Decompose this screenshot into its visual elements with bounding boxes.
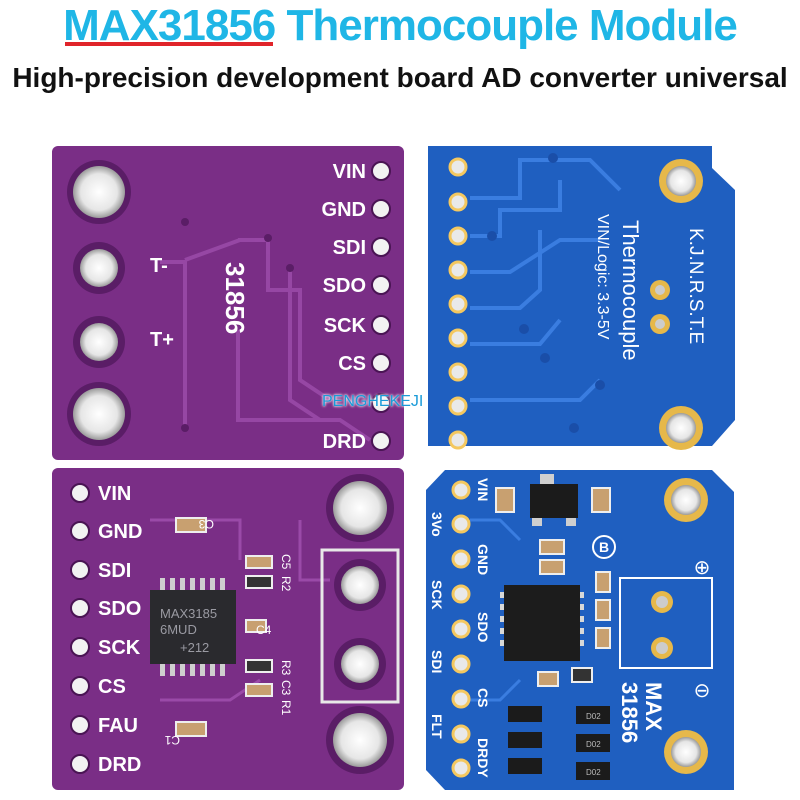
pin-label: CS [338,353,366,375]
pin-label: 3Vo [429,512,445,537]
pin-label: VIN [333,161,366,183]
pin-label: FLT [429,714,445,739]
page-subtitle: High-precision development board AD conv… [12,62,788,93]
blue-board-top: Thermocouple VIN/Logic: 3.3-5V K.J.N.R.S… [428,146,735,450]
blue-max-label: MAX [641,682,666,731]
pin-label: SCK [429,580,445,610]
b-marker: B [599,539,609,555]
pin-label: SDI [333,237,366,259]
pin-label: GND [475,544,491,575]
purple-board-bottom: VIN GND SDI SDO SCK CS FAU DRD MAX3185 [52,468,404,790]
pin-label: SDO [323,275,366,297]
pin-label: DRD [98,754,141,776]
pin-label: SDI [429,650,445,673]
pin-label: DRDY [475,738,491,778]
purple-board-top: T- T+ 31856 VIN GND SDI SDO SCK CS DRD [52,146,404,460]
title-rest: Thermocouple Module [275,1,738,50]
watermark: PENGHEKEJI [322,393,424,410]
purple-top-pins: VIN GND SDI SDO SCK CS DRD [322,161,391,453]
pin-label: SDO [475,612,491,642]
chip-text-1: MAX3185 [160,606,217,621]
silk-31856: 31856 [220,262,250,334]
pin-label: VIN [475,478,491,501]
ref-designator: C3 [279,680,293,696]
purple-passives [175,517,273,737]
max31856-chip: MAX3185 6MUD +212 [150,578,236,676]
t-minus-label: T- [150,255,168,277]
model-name: MAX31856 [63,1,276,50]
ref-designator: R2 [279,576,293,592]
minus-symbol: ⊖ [694,680,711,702]
blue-board-bottom: VIN 3Vo GND SCK SDO SDI CS FLT DRDY B [426,470,734,790]
pin-label: SCK [98,637,141,659]
sot-marking: D02 [586,768,601,777]
sot-diodes: D02 D02 D02 [508,706,610,780]
blue-main-chip [500,585,584,661]
thermocouple-types: K.J.N.R.S.T.E [685,228,706,344]
product-photo: T- T+ 31856 VIN GND SDI SDO SCK CS DRD [52,146,735,790]
pin-label: VIN [98,483,131,505]
pin-label: CS [98,676,126,698]
sot-marking: D02 [586,740,601,749]
ref-designator: C3 [198,517,214,531]
page-title: MAX31856 Thermocouple Module [0,0,800,52]
ref-designator: C1 [164,733,180,747]
pin-label: SCK [324,315,367,337]
chip-text-3: +212 [180,640,209,655]
ref-designator: R3 [279,660,293,676]
pin-label: FAU [98,715,138,737]
sot-marking: D02 [586,712,601,721]
t-plus-label: T+ [150,329,174,351]
pin-label: SDI [98,560,131,582]
pin-label: SDO [98,598,141,620]
pin-label: GND [98,521,142,543]
plus-symbol: ⊕ [694,557,711,579]
pin-label: GND [322,199,366,221]
chip-text-2: 6MUD [160,622,197,637]
vin-logic-label: VIN/Logic: 3.3-5V [594,214,611,340]
pin-label: DRD [323,431,366,453]
thermocouple-label: Thermocouple [618,220,643,361]
blue-31856-label: 31856 [617,682,642,743]
ref-designator: C5 [279,554,293,570]
pin-label: CS [475,688,491,707]
ref-designator: C4 [256,623,272,637]
ref-designator: R1 [279,700,293,716]
